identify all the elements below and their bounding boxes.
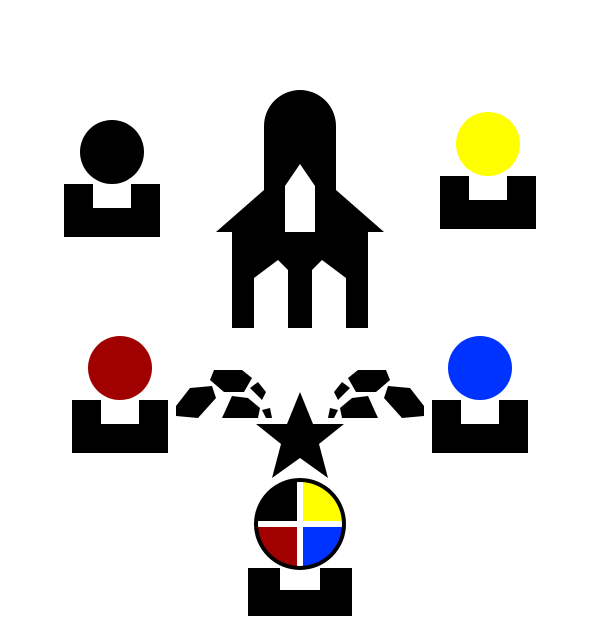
head-quadrant-red	[256, 524, 300, 568]
yellow-player-head	[456, 112, 520, 176]
rubble-left-piece	[210, 370, 252, 392]
rubble-left-icon	[176, 370, 272, 418]
red-player-pawn	[72, 336, 168, 453]
church-icon	[216, 90, 384, 328]
rubble-right-piece	[328, 408, 338, 418]
rubble-right-icon	[328, 370, 424, 418]
blue-player-base	[432, 400, 528, 453]
combined-player-base	[248, 568, 352, 616]
blue-player-pawn	[432, 336, 528, 453]
rubble-left-piece	[176, 386, 216, 418]
combined-player-head	[254, 478, 346, 570]
rubble-left-piece	[250, 382, 266, 400]
rubble-left-piece	[262, 408, 272, 418]
rubble-right-piece	[334, 382, 350, 400]
black-player-head	[80, 120, 144, 184]
rubble-left-piece	[222, 396, 260, 418]
rubble-right-piece	[384, 386, 424, 418]
star-shape	[256, 392, 344, 478]
combined-player-pawn	[248, 478, 352, 616]
blue-player-head	[448, 336, 512, 400]
head-outline	[254, 478, 346, 570]
yellow-player-base	[440, 176, 536, 229]
red-player-base	[72, 400, 168, 453]
church-silhouette	[216, 90, 384, 328]
black-player-pawn	[64, 120, 160, 237]
star-icon	[256, 392, 344, 478]
head-quadrant-black	[256, 480, 300, 524]
red-player-head	[88, 336, 152, 400]
black-player-base	[64, 184, 160, 237]
rubble-right-piece	[348, 370, 390, 392]
rubble-right-piece	[340, 396, 378, 418]
head-quadrant-blue	[300, 524, 344, 568]
head-quadrant-yellow	[300, 480, 344, 524]
yellow-player-pawn	[440, 112, 536, 229]
